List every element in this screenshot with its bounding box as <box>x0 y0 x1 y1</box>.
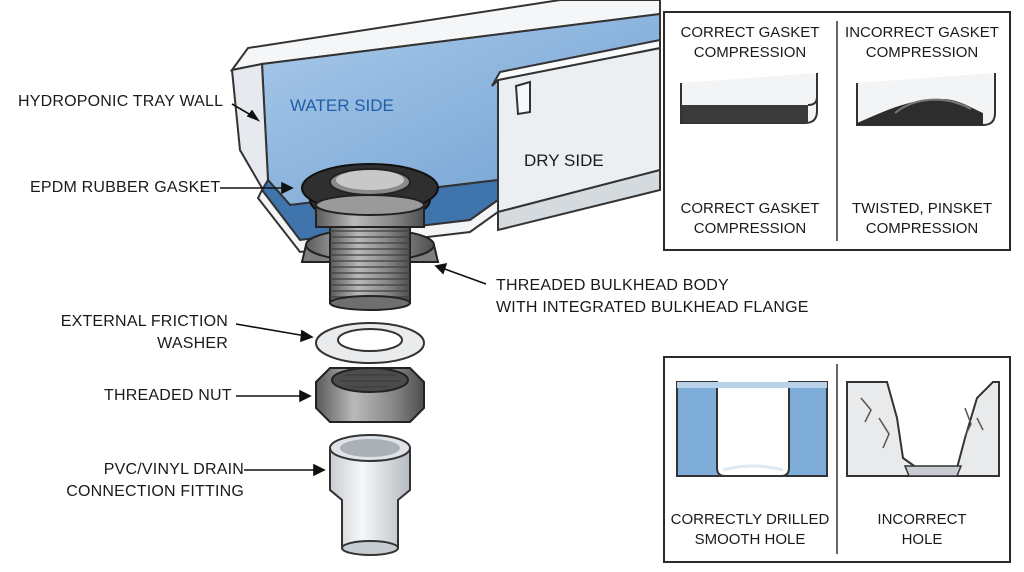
hole-right-caption-line2: HOLE <box>901 531 943 548</box>
hole-comparison-panel: CORRECTLY DRILLED SMOOTH HOLE INCORRECT … <box>663 356 1011 563</box>
hole-right-caption-line1: INCORRECT <box>877 511 967 528</box>
callout-fitting-line2: CONNECTION FITTING <box>66 483 244 500</box>
callout-washer-line2: WASHER <box>157 335 228 352</box>
callout-bulkhead-line2: WITH INTEGRATED BULKHEAD FLANGE <box>496 299 809 316</box>
leader-lines <box>220 103 487 477</box>
gasket-left-title-line1: CORRECT GASKET <box>680 24 820 41</box>
gasket-left-title-line2: COMPRESSION <box>693 44 807 61</box>
callout-washer-line1: EXTERNAL FRICTION <box>60 313 228 330</box>
hole-panel-art <box>676 364 1000 554</box>
gasket-right-caption-line2: COMPRESSION <box>865 220 979 237</box>
callout-tray-wall: HYDROPONIC TRAY WALL <box>18 93 224 110</box>
callout-gasket: EPDM RUBBER GASKET <box>30 179 221 196</box>
gasket-comparison-panel: CORRECT GASKET COMPRESSION INCORRECT GAS… <box>663 11 1011 251</box>
water-side-label: WATER SIDE <box>290 96 394 115</box>
hole-left-caption-line2: SMOOTH HOLE <box>694 531 806 548</box>
pvc-fitting-shape <box>329 434 411 556</box>
friction-washer-shape <box>315 322 425 364</box>
tray-channel <box>229 0 661 254</box>
gasket-left-caption-line2: COMPRESSION <box>693 220 807 237</box>
hole-left-caption-line1: CORRECTLY DRILLED <box>670 511 830 528</box>
gasket-right-title-line1: INCORRECT GASKET <box>845 24 999 41</box>
gasket-panel-art <box>680 21 996 241</box>
gasket-right-title-line2: COMPRESSION <box>865 44 979 61</box>
gasket-right-caption-line1: TWISTED, PINSKET <box>851 200 992 217</box>
threaded-nut-shape <box>315 367 425 423</box>
callout-fitting-line1: PVC/VINYL DRAIN <box>103 461 244 478</box>
bulkhead-body-shape <box>300 194 440 311</box>
callout-bulkhead-line1: THREADED BULKHEAD BODY <box>496 277 729 294</box>
gasket-left-caption-line1: CORRECT GASKET <box>680 200 820 217</box>
dry-side-label: DRY SIDE <box>524 151 604 170</box>
callout-nut: THREADED NUT <box>104 387 232 404</box>
epdm-gasket-shape <box>301 163 439 213</box>
